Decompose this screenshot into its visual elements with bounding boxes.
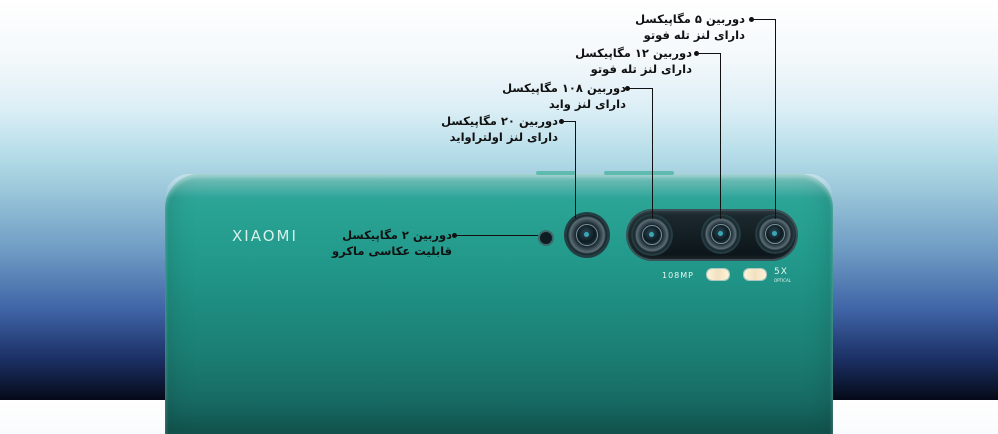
callout-line bbox=[575, 121, 576, 218]
brand-logo: XIAOMI bbox=[232, 227, 298, 245]
megapixel-label: 108MP bbox=[662, 271, 694, 280]
callout-line bbox=[627, 88, 653, 89]
callout-20mp: دوربین ۲۰ مگاپیکسل دارای لنز اولتراواید bbox=[441, 113, 558, 145]
wide-camera-lens bbox=[633, 216, 671, 254]
callout-title: دوربین ۲ مگاپیکسل bbox=[342, 228, 452, 242]
callout-subtitle: دارای لنز تله فوتو bbox=[643, 28, 745, 42]
zoom-label: 5X bbox=[774, 267, 788, 277]
callout-subtitle: دارای لنز واید bbox=[548, 97, 626, 111]
telephoto-5mp-camera-lens bbox=[757, 216, 793, 252]
callout-line bbox=[455, 235, 538, 236]
callout-title: دوربین ۱۲ مگاپیکسل bbox=[575, 46, 692, 60]
callout-line bbox=[720, 53, 721, 219]
callout-bullet bbox=[452, 233, 457, 238]
callout-line bbox=[751, 19, 776, 20]
macro-camera-sensor bbox=[538, 230, 554, 246]
phone-rim-highlight bbox=[165, 174, 833, 198]
callout-line bbox=[561, 121, 576, 122]
flash-led-left bbox=[707, 269, 729, 280]
callout-line bbox=[775, 19, 776, 219]
callout-12mp: دوربین ۱۲ مگاپیکسل دارای لنز تله فوتو bbox=[575, 45, 692, 77]
flash-led-right bbox=[744, 269, 766, 280]
ultrawide-camera-lens bbox=[566, 214, 608, 256]
zoom-sub-label: OPTICAL bbox=[774, 278, 791, 283]
callout-line bbox=[652, 88, 653, 219]
callout-title: دوربین ۱۰۸ مگاپیکسل bbox=[502, 81, 626, 95]
callout-line bbox=[696, 53, 721, 54]
callout-subtitle: دارای لنز تله فوتو bbox=[590, 62, 692, 76]
callout-2mp: دوربین ۲ مگاپیکسل قابلیت عکاسی ماکرو bbox=[332, 227, 452, 259]
callout-title: دوربین ۲۰ مگاپیکسل bbox=[441, 114, 558, 128]
power-button bbox=[604, 171, 674, 175]
callout-5mp: دوربین ۵ مگاپیکسل دارای لنز تله فوتو bbox=[635, 11, 745, 43]
telephoto-12mp-camera-lens bbox=[703, 216, 739, 252]
callout-subtitle: دارای لنز اولتراواید bbox=[449, 130, 558, 144]
callout-subtitle: قابلیت عکاسی ماکرو bbox=[332, 244, 452, 258]
callout-title: دوربین ۵ مگاپیکسل bbox=[635, 12, 745, 26]
volume-button bbox=[536, 171, 576, 175]
callout-108mp: دوربین ۱۰۸ مگاپیکسل دارای لنز واید bbox=[502, 80, 626, 112]
